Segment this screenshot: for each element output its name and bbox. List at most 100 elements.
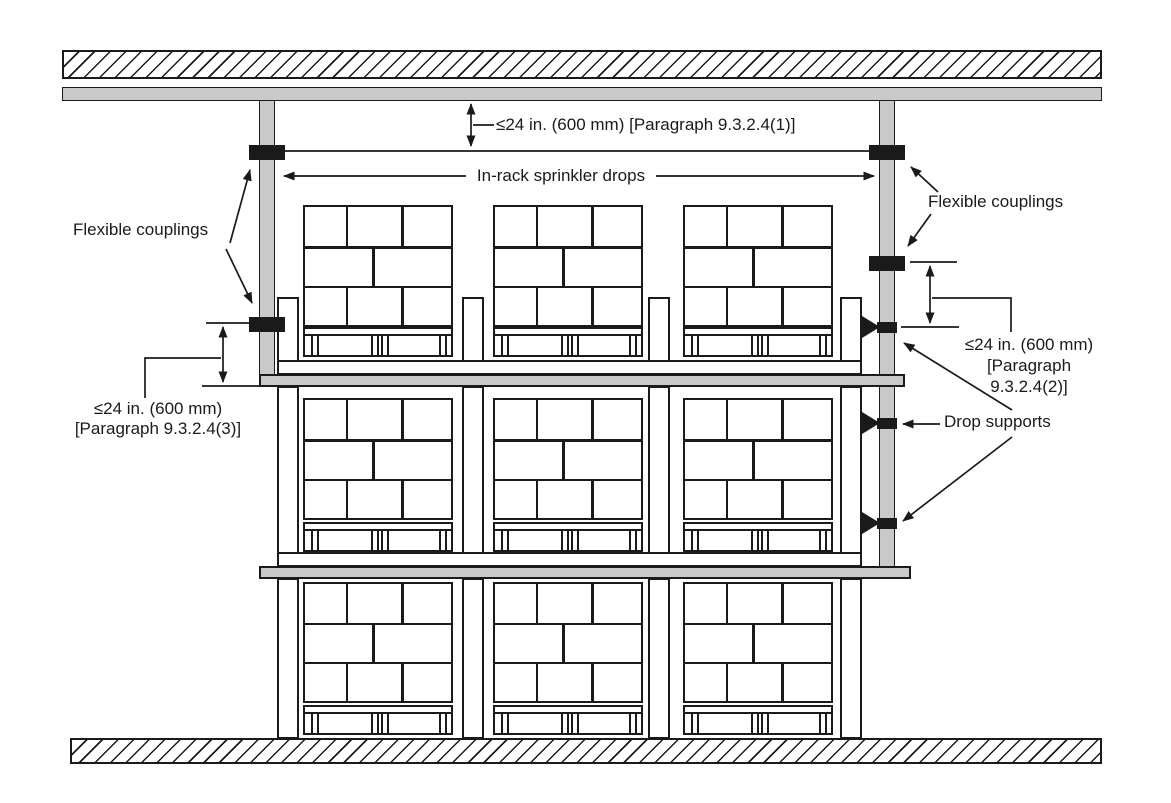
carton-row-line — [495, 285, 641, 289]
carton-divider-line — [725, 661, 729, 702]
rack-upright-post — [840, 578, 862, 739]
rack-deck-rail-middle — [277, 552, 862, 567]
pallet-stringer — [760, 531, 769, 550]
pallet-stringer-row — [683, 529, 833, 552]
flex-right-leader-down — [907, 213, 932, 247]
drop-support — [862, 316, 880, 338]
ceiling-slab — [62, 50, 1102, 79]
carton-divider-line — [781, 285, 784, 326]
flexible-couplings-label-left: Flexible couplings — [73, 220, 209, 239]
flexible-coupling — [869, 256, 905, 271]
rack-shelf-beam-top — [259, 374, 905, 387]
carton-row-line — [305, 661, 451, 665]
left-clearance-line2: [Paragraph 9.3.2.4(3)] — [74, 419, 242, 438]
pallet-stringer — [560, 714, 569, 733]
carton-divider-line — [591, 584, 594, 624]
carton-divider-line — [535, 661, 539, 702]
carton-divider-line — [752, 439, 755, 479]
flexible-coupling — [869, 145, 905, 160]
carton-divider-line — [401, 285, 404, 326]
right-clearance-line1: ≤24 in. (600 mm) — [964, 335, 1094, 354]
pallet-stringer — [500, 714, 509, 733]
pallet-stringer-row — [303, 334, 453, 357]
carton-row-line — [685, 439, 831, 442]
carton-divider-line — [345, 661, 349, 702]
right-clearance-line2: [Paragraph — [986, 356, 1072, 375]
left-clearance-label: ≤24 in. (600 mm) [Paragraph 9.3.2.4(3)] — [55, 399, 261, 439]
carton-row-line — [685, 478, 831, 482]
rack-deck-rail-top — [277, 360, 862, 375]
carton-row-line — [305, 285, 451, 289]
pallet-stringer — [380, 531, 389, 550]
carton-divider-line — [535, 584, 539, 624]
carton-row-line — [495, 478, 641, 482]
flexible-coupling — [249, 145, 285, 160]
pallet-stringer-row — [493, 712, 643, 735]
carton-divider-line — [372, 439, 375, 479]
palletized-load-cartons — [683, 205, 833, 327]
pallet-stringer — [438, 714, 447, 733]
pallet-stringer — [500, 336, 509, 355]
pallet — [683, 705, 833, 735]
carton-divider-line — [752, 622, 755, 663]
carton-divider-line — [401, 400, 404, 440]
pallet-stringer — [570, 336, 579, 355]
rack-upright-post — [840, 386, 862, 567]
flexible-couplings-label-right: Flexible couplings — [928, 192, 1064, 211]
pallet-stringer — [438, 531, 447, 550]
pallet-stringer — [380, 336, 389, 355]
palletized-load-cartons — [683, 398, 833, 520]
carton-divider-line — [401, 207, 404, 247]
carton-divider-line — [781, 584, 784, 624]
carton-divider-line — [372, 246, 375, 286]
palletized-load-cartons — [303, 582, 453, 703]
carton-row-line — [495, 246, 641, 249]
pallet-stringer — [690, 531, 699, 550]
palletized-load-cartons — [493, 582, 643, 703]
leader-elbow — [144, 357, 221, 398]
pallet — [493, 705, 643, 735]
carton-divider-line — [752, 246, 755, 286]
palletized-load-cartons — [493, 398, 643, 520]
pallet — [683, 522, 833, 552]
pallet-stringer — [370, 531, 379, 550]
carton-divider-line — [591, 478, 594, 519]
pallet-stringer — [818, 714, 827, 733]
right-clearance-label: ≤24 in. (600 mm) [Paragraph 9.3.2.4(2)] — [946, 334, 1112, 397]
carton-divider-line — [535, 478, 539, 519]
top-clearance-label: ≤24 in. (600 mm) [Paragraph 9.3.2.4(1)] — [496, 115, 796, 134]
carton-divider-line — [781, 400, 784, 440]
in-rack-sprinkler-drops-label: In-rack sprinkler drops — [476, 166, 646, 185]
right-sprinkler-drop-pipe — [879, 99, 895, 574]
pallet-stringer — [560, 336, 569, 355]
pallet-stringer-row — [493, 529, 643, 552]
carton-divider-line — [725, 285, 729, 326]
carton-divider-line — [781, 661, 784, 702]
flex-left-leader-down — [225, 248, 253, 304]
carton-row-line — [305, 439, 451, 442]
carton-divider-line — [591, 285, 594, 326]
pallet-stringer — [690, 714, 699, 733]
pallet-stringer — [690, 336, 699, 355]
pallet-stringer — [310, 336, 319, 355]
right-clearance-line3: 9.3.2.4(2)] — [990, 377, 1068, 396]
carton-divider-line — [401, 478, 404, 519]
pallet-stringer — [370, 336, 379, 355]
left-sprinkler-drop-pipe — [259, 99, 275, 380]
pallet — [303, 705, 453, 735]
branch-line-pipe — [62, 87, 1102, 101]
carton-divider-line — [725, 584, 729, 624]
carton-divider-line — [591, 661, 594, 702]
pallet-stringer — [628, 714, 637, 733]
pallet-stringer-row — [683, 712, 833, 735]
rack-upright-post — [462, 386, 484, 567]
carton-divider-line — [725, 478, 729, 519]
pallet-stringer-row — [303, 529, 453, 552]
pallet-stringer — [818, 336, 827, 355]
flex-right-leader-up — [910, 166, 939, 193]
carton-row-line — [305, 478, 451, 482]
carton-row-line — [685, 622, 831, 626]
carton-divider-line — [591, 400, 594, 440]
pallet — [683, 327, 833, 357]
